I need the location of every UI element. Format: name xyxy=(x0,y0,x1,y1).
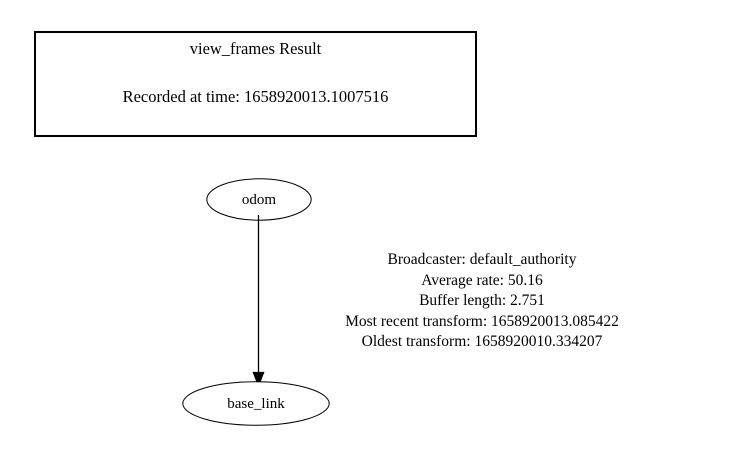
graph-edge-odom-to-base-link xyxy=(240,215,280,387)
graph-edge-label: Broadcaster: default_authority Average r… xyxy=(257,250,707,353)
arrow-down-icon xyxy=(252,215,265,387)
edge-label-most-recent-transform: Most recent transform: 1658920013.085422 xyxy=(345,312,619,330)
graph-node-base-link[interactable]: base_link xyxy=(182,381,330,426)
view-frames-result-box: view_frames Result Recorded at time: 165… xyxy=(34,31,477,137)
result-title: view_frames Result xyxy=(189,39,322,58)
edge-label-oldest-transform: Oldest transform: 1658920010.334207 xyxy=(361,333,603,351)
edge-label-average-rate: Average rate: 50.16 xyxy=(421,271,543,289)
edge-label-buffer-length: Buffer length: 2.751 xyxy=(419,292,545,310)
recorded-at-time: Recorded at time: 1658920013.1007516 xyxy=(122,87,389,106)
edge-label-broadcaster: Broadcaster: default_authority xyxy=(387,251,577,268)
ellipse-shape-base-link xyxy=(182,381,330,426)
